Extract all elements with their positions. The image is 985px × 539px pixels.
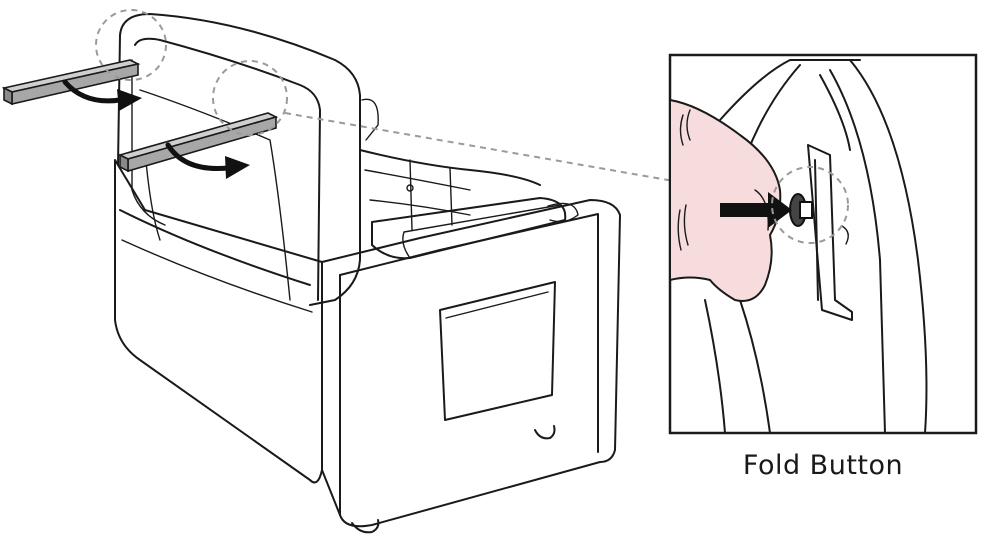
armrest: [322, 198, 620, 532]
fold-button-caption: Fold Button: [670, 450, 976, 481]
inset-detail-panel: [670, 55, 976, 433]
lower-rail: [120, 113, 276, 171]
